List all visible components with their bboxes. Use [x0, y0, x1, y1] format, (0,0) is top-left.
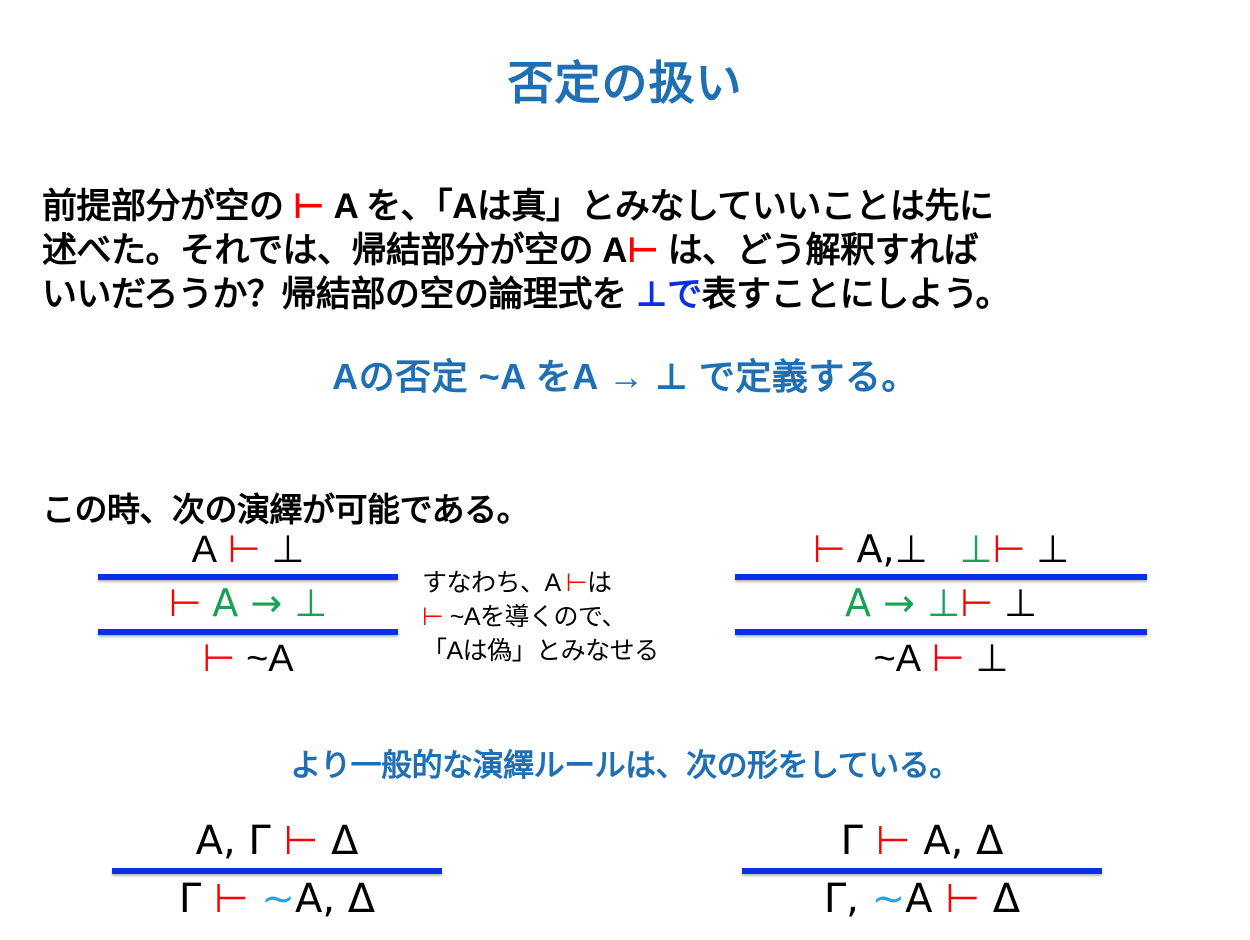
turnstile-icon: ⊢	[812, 527, 846, 571]
sequent-rule-right: Γ ⊢ A, Δ Γ, ~A ⊢ Δ	[742, 818, 1102, 925]
inference-bar	[735, 628, 1147, 635]
derivation-right-row-2: A → ⊥⊢ ⊥	[735, 582, 1147, 627]
formula-negation: ~A	[246, 637, 294, 680]
bottom-symbol-icon: ⊥	[635, 275, 668, 315]
conclusion-text-b: A	[905, 876, 946, 922]
paragraph-line-2-text-b: は、どう解釈すれば	[658, 231, 979, 270]
bottom-symbol-icon: ⊥	[975, 635, 1009, 680]
turnstile-icon: ⊢	[227, 527, 261, 571]
turnstile-icon: ⊢	[283, 818, 319, 864]
body-paragraph: 前提部分が空の ⊢ A を、「Aは真」とみなしていいことは先に 述べた。それでは…	[42, 185, 1212, 317]
premise-text-b: A, Δ	[910, 818, 1004, 864]
turnstile-icon: ⊢	[875, 818, 911, 864]
bottom-symbol-icon: ⊥	[1003, 581, 1037, 626]
bottom-symbol-icon: ⊥	[959, 527, 993, 571]
middle-note-line-3: 「Aは偽」とみなせる	[422, 637, 659, 665]
lead-sentence: この時、次の演繹が可能である。	[42, 491, 530, 528]
turnstile-icon: ⊢	[992, 527, 1026, 571]
inference-bar	[98, 628, 398, 635]
derivation-right-row-1: ⊢ A,⊥ ⊥⊢ ⊥	[735, 528, 1147, 573]
paragraph-line-2-text-a: 述べた。それでは、帰結部分が空の A	[42, 231, 627, 270]
definition-line: Aの否定 ~A をA → ⊥ で定義する。	[0, 348, 1250, 400]
turnstile-icon: ⊢	[960, 581, 994, 626]
conclusion-text-c: Δ	[980, 876, 1021, 922]
conclusion-text-b: A, Δ	[294, 876, 376, 922]
paragraph-line-3-text-a: いいだろうか？帰結部の空の論理式を	[42, 275, 636, 314]
derivation-right-row-3: ~A ⊢ ⊥	[735, 637, 1147, 682]
middle-note-text-b: は	[587, 569, 612, 597]
general-rule-heading: より一般的な演繹ルールは、次の形をしている。	[290, 748, 960, 783]
page-title: 否定の扱い	[507, 57, 743, 109]
turnstile-icon: ⊢	[626, 231, 659, 271]
paragraph-line-3-text-b: で	[667, 275, 702, 314]
sequent-rule-right-premise: Γ ⊢ A, Δ	[742, 818, 1102, 867]
middle-note-line-2: ⊢ ~Aを導くので、	[422, 600, 659, 634]
premise-text-a: A, Γ	[195, 818, 284, 864]
derivation-left-row-1: A ⊢ ⊥	[98, 528, 398, 573]
paragraph-line-3-text-c: 表すことにしよう。	[701, 275, 1011, 314]
sequent-rule-left-conclusion: Γ ⊢ ~A, Δ	[112, 876, 442, 925]
inference-bar	[112, 868, 442, 874]
middle-note-line-1: すなわち、A ⊢は	[422, 566, 659, 600]
inference-bar	[735, 574, 1147, 581]
premise-text-a: Γ	[840, 818, 876, 864]
sequent-rule-left-premise: A, Γ ⊢ Δ	[112, 818, 442, 867]
middle-note: すなわち、A ⊢は ⊢ ~Aを導くので、 「Aは偽」とみなせる	[422, 566, 659, 668]
turnstile-icon: ⊢	[213, 876, 249, 922]
paragraph-line-1-text-b: A を、「Aは真」とみなしていいことは先に	[324, 187, 994, 226]
turnstile-icon: ⊢	[422, 602, 444, 631]
turnstile-icon: ⊢	[945, 876, 981, 922]
formula-implication: A → ⊥	[845, 581, 961, 626]
conclusion-text-a: Γ,	[823, 876, 872, 922]
turnstile-icon: ⊢	[292, 187, 325, 227]
inference-bar	[98, 574, 398, 581]
turnstile-icon: ⊢	[202, 635, 236, 680]
inference-bar	[742, 868, 1102, 874]
bottom-symbol-icon: ⊥	[1036, 527, 1070, 571]
premise-text-b: Δ	[318, 818, 359, 864]
formula-left-premise: A,⊥	[856, 527, 928, 571]
negation-icon: ~	[248, 876, 295, 922]
formula-implication: A → ⊥	[212, 581, 328, 626]
formula-a: A	[191, 529, 217, 571]
middle-note-text-c: ~Aを導くので、	[443, 603, 627, 631]
definition-text: Aの否定 ~A をA → ⊥ で定義する。	[332, 356, 918, 397]
bottom-symbol-icon: ⊥	[271, 527, 305, 571]
conclusion-text-a: Γ	[178, 876, 214, 922]
derivation-right: ⊢ A,⊥ ⊥⊢ ⊥ A → ⊥⊢ ⊥ ~A ⊢ ⊥	[735, 528, 1147, 682]
negation-icon: ~	[871, 876, 906, 922]
turnstile-icon: ⊢	[931, 635, 965, 680]
sequent-rule-left: A, Γ ⊢ Δ Γ ⊢ ~A, Δ	[112, 818, 442, 925]
paragraph-line-1: 前提部分が空の ⊢ A を、「Aは真」とみなしていいことは先に	[42, 185, 1212, 229]
middle-note-text-a: すなわち、A	[422, 569, 566, 597]
derivation-left: A ⊢ ⊥ ⊢ A → ⊥ ⊢ ~A	[98, 528, 398, 682]
sequent-rule-right-conclusion: Γ, ~A ⊢ Δ	[742, 876, 1102, 925]
derivation-left-row-3: ⊢ ~A	[98, 637, 398, 682]
formula-negation: ~A	[873, 637, 922, 680]
paragraph-line-3: いいだろうか？帰結部の空の論理式を ⊥で表すことにしよう。	[42, 273, 1212, 317]
turnstile-icon: ⊢	[565, 568, 588, 597]
derivation-left-row-2: ⊢ A → ⊥	[98, 582, 398, 627]
paragraph-line-2: 述べた。それでは、帰結部分が空の A⊢ は、どう解釈すれば	[42, 229, 1212, 273]
paragraph-line-1-text-a: 前提部分が空の	[42, 187, 293, 226]
turnstile-icon: ⊢	[168, 581, 202, 626]
